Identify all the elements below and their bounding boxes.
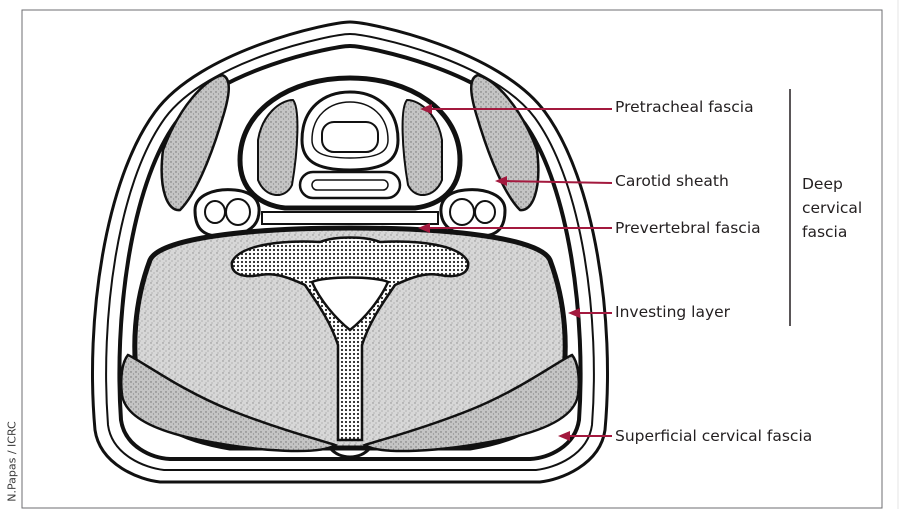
left-jugular-vein (226, 199, 250, 225)
pretracheal-fascia-label: Pretracheal fascia (615, 97, 754, 117)
group-label-line-2: cervical (802, 196, 862, 220)
image-credit: N.Papas / ICRC (6, 412, 19, 512)
carotid-sheath-label: Carotid sheath (615, 171, 729, 191)
investing-layer-label: Investing layer (615, 302, 730, 322)
group-label-line-1: Deep (802, 172, 862, 196)
right-carotid-artery (475, 201, 495, 223)
right-jugular-vein (450, 199, 474, 225)
trachea-lumen (322, 122, 378, 152)
prevertebral-fascia-label: Prevertebral fascia (615, 218, 761, 238)
left-carotid-artery (205, 201, 225, 223)
group-label-line-3: fascia (802, 220, 862, 244)
deep-cervical-fascia-label: Deep cervical fascia (802, 172, 862, 244)
esophagus-lumen (312, 180, 388, 190)
prevertebral-fascia-band (262, 212, 438, 224)
superficial-cervical-fascia-label: Superficial cervical fascia (615, 426, 812, 446)
